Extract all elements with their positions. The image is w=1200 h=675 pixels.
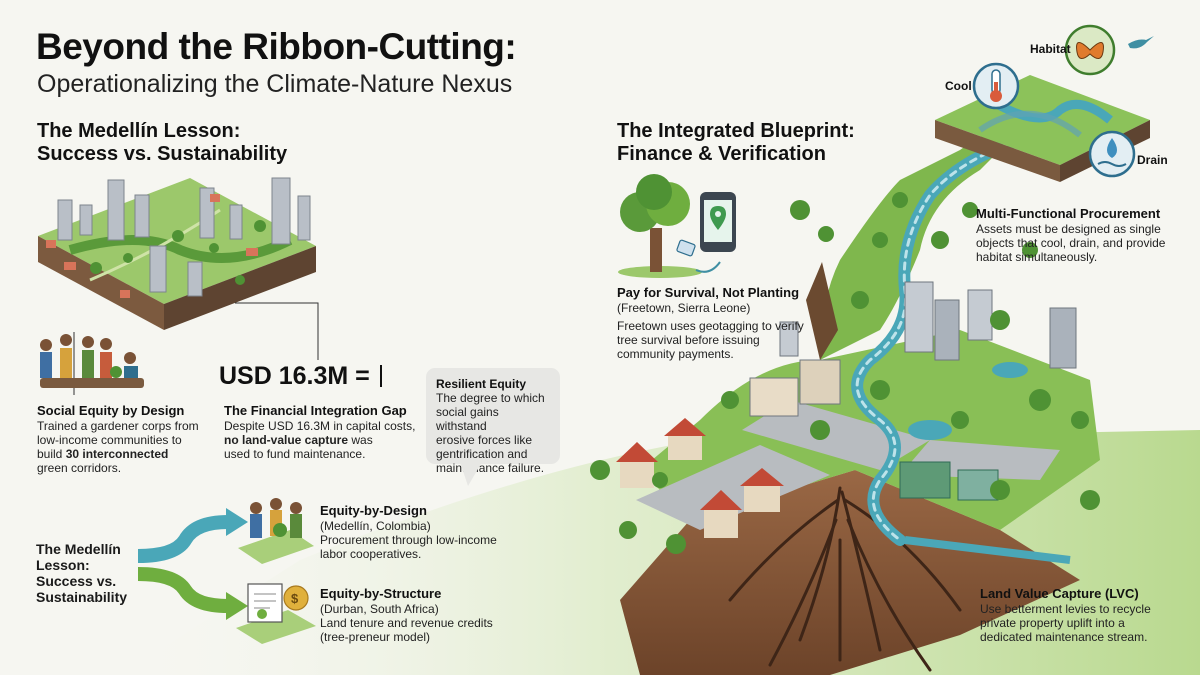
multi-functional-block: Multi-Functional Procurement Assets must… (976, 206, 1186, 264)
multi-functional-line2: objects that cool, drain, and provide (976, 236, 1166, 250)
cool-label: Cool (945, 79, 972, 93)
equity-by-structure-place: (Durban, South Africa) (320, 602, 439, 616)
blueprint-heading: The Integrated Blueprint: Finance & Veri… (617, 120, 855, 166)
financial-gap-line2: no land-value capture was (224, 433, 424, 447)
tree-roots (728, 486, 962, 672)
pay-for-survival-title: Pay for Survival, Not Planting (617, 285, 800, 300)
financial-gap-line2-bold: no land-value capture (224, 433, 349, 447)
financial-gap-line2-post: was (348, 433, 373, 447)
habitat-butterfly-icon (1064, 24, 1116, 76)
houses (616, 418, 784, 538)
social-equity-line3: build 30 interconnected (37, 447, 207, 461)
cooperative-workers-icon (238, 498, 314, 564)
blueprint-heading-line2: Finance & Verification (617, 143, 826, 165)
multi-functional-line3: habitat simultaneously. (976, 250, 1098, 264)
page-title: Beyond the Ribbon-Cutting: (36, 26, 517, 67)
cool-thermometer-icon (972, 62, 1020, 110)
blueprint-heading-line1: The Integrated Blueprint: (617, 120, 855, 142)
lvc-line3: dedicated maintenance stream. (980, 630, 1148, 644)
resilient-equity-line5: maintenance failure. (436, 461, 545, 475)
lvc-block: Land Value Capture (LVC) Use betterment … (980, 586, 1190, 644)
geotag-phone-icon (695, 192, 736, 273)
financial-gap-line1: Despite USD 16.3M in capital costs, (224, 419, 416, 433)
lvc-title: Land Value Capture (LVC) (980, 586, 1139, 601)
social-equity-line3-bold: 30 interconnected (65, 447, 169, 461)
equity-by-structure-line2: (tree-preneur model) (320, 630, 431, 644)
medellin-heading: The Medellín Lesson: Success vs. Sustain… (37, 120, 287, 166)
medellin-heading-line1: The Medellín Lesson: (37, 120, 241, 142)
financial-gap-line3: used to fund maintenance. (224, 447, 366, 461)
gardeners-illustration (40, 334, 144, 388)
social-equity-line2: low-income communities to (37, 433, 182, 447)
drain-label: Drain (1137, 153, 1168, 167)
habitat-label: Habitat (1030, 42, 1071, 56)
hummingbird-icon (1128, 36, 1154, 49)
pay-for-survival-line1: Freetown uses geotagging to verify (617, 319, 804, 333)
social-equity-line3-pre: build (37, 447, 66, 461)
social-equity-title: Social Equity by Design (37, 403, 185, 418)
resilient-equity-line3: erosive forces like (436, 433, 533, 447)
equity-by-structure-block: Equity-by-Structure (Durban, South Afric… (320, 586, 530, 644)
svg-text:$: $ (291, 591, 299, 606)
documents-coin-icon: $ (236, 583, 316, 644)
social-equity-line1: Trained a gardener corps from (37, 419, 199, 433)
tree-tag-icon (618, 174, 702, 278)
pay-for-survival-line3: community payments. (617, 347, 734, 361)
green-corridor (820, 127, 1020, 360)
drain-water-icon (1088, 130, 1136, 178)
resilient-equity-line1: The degree to which (436, 391, 545, 405)
multi-functional-title: Multi-Functional Procurement (976, 206, 1161, 221)
equity-by-design-block: Equity-by-Design (Medellín, Colombia) Pr… (320, 503, 530, 561)
multi-functional-line1: Assets must be designed as single (976, 222, 1161, 236)
capital-cost-amount-text: USD 16.3M = (219, 362, 370, 390)
pay-for-survival-block: Pay for Survival, Not Planting (Freetown… (617, 285, 847, 361)
financial-gap-title: The Financial Integration Gap (224, 403, 407, 418)
lvc-line2: private property uplift into a (980, 616, 1125, 630)
lower-medellin-label: The Medellín Lesson: Success vs. Sustain… (36, 541, 127, 605)
rain-gardens (899, 362, 1028, 501)
medellin-city-illustration (38, 177, 316, 330)
resilient-equity-callout: Resilient Equity The degree to which soc… (426, 368, 560, 475)
city-buildings (749, 281, 1077, 417)
pay-for-survival-line2: tree survival before issuing (617, 333, 760, 347)
social-equity-line4: green corridors. (37, 461, 122, 475)
equity-by-design-line1: Procurement through low-income (320, 533, 497, 547)
trees (590, 192, 1100, 554)
capital-cost-amount: USD 16.3M = (219, 362, 382, 391)
medellin-heading-line2: Success vs. Sustainability (37, 143, 288, 165)
pay-for-survival-place: (Freetown, Sierra Leone) (617, 301, 751, 315)
resilient-equity-line4: gentrification and (436, 447, 528, 461)
leader-line-gap (235, 302, 319, 360)
financial-gap-block: The Financial Integration Gap Despite US… (224, 403, 424, 461)
lower-medellin-label-line3: Success vs. (36, 573, 117, 589)
split-arrows (137, 508, 248, 620)
page-subtitle: Operationalizing the Climate-Nature Nexu… (37, 70, 513, 98)
lower-medellin-label-line1: The Medellín (36, 541, 121, 557)
lower-medellin-label-line4: Sustainability (36, 589, 128, 605)
social-equity-block: Social Equity by Design Trained a garden… (37, 403, 207, 475)
equity-by-design-title: Equity-by-Design (320, 503, 427, 518)
lower-medellin-label-line2: Lesson: (36, 557, 90, 573)
equity-by-design-line2: labor cooperatives. (320, 547, 422, 561)
capital-cost-bar (379, 365, 382, 387)
resilient-equity-title: Resilient Equity (436, 377, 527, 391)
resilient-equity-callout-tail (460, 462, 482, 486)
equity-by-structure-line1: Land tenure and revenue credits (320, 616, 493, 630)
lvc-line1: Use betterment levies to recycle (980, 602, 1151, 616)
resilient-equity-line2: social gains withstand (436, 405, 499, 433)
equity-by-design-place: (Medellín, Colombia) (320, 519, 431, 533)
equity-by-structure-title: Equity-by-Structure (320, 586, 442, 601)
